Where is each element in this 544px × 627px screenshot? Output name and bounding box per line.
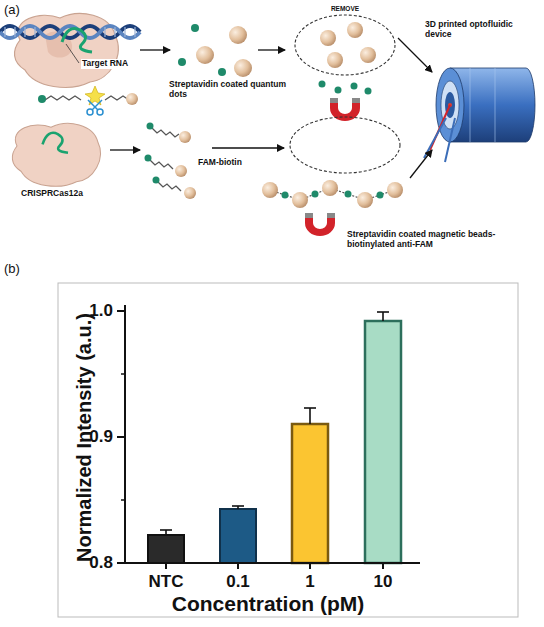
step-arrow bbox=[398, 38, 432, 72]
axes bbox=[117, 305, 420, 569]
magnet bbox=[305, 213, 335, 236]
step-arrow bbox=[212, 147, 284, 148]
step-note: REMOVE bbox=[330, 5, 360, 12]
leader-line bbox=[66, 44, 79, 63]
panel-label: (b) bbox=[4, 262, 20, 277]
panel-label: (a) bbox=[4, 3, 20, 18]
bars bbox=[148, 321, 401, 563]
device-label: 3D printed optofluidic device bbox=[424, 20, 538, 40]
part-label: FAM-biotin bbox=[197, 158, 243, 168]
step-arrow bbox=[258, 49, 285, 50]
dashed-region bbox=[295, 15, 395, 75]
tick-label: 0.9 bbox=[89, 427, 113, 447]
part-label: Streptavidin coated magnetic beads-bioti… bbox=[346, 230, 498, 250]
optofluidic-device bbox=[424, 68, 535, 162]
part-label: CRISPRCas12a bbox=[20, 189, 84, 199]
tick-label: 0.1 bbox=[226, 572, 250, 592]
part-label: Target RNA bbox=[81, 59, 129, 69]
axis-title: Concentration (pM) bbox=[172, 592, 364, 616]
tick-label: 1 bbox=[305, 572, 314, 592]
error-bars bbox=[160, 312, 389, 535]
quantum-dots bbox=[178, 24, 252, 77]
tick-label: 10 bbox=[374, 572, 393, 592]
tick-label: NTC bbox=[149, 572, 184, 592]
step-arrow bbox=[110, 149, 140, 150]
chart-frame bbox=[58, 283, 518, 617]
cas12a-protein bbox=[12, 123, 100, 186]
tick-label: 0.8 bbox=[89, 553, 113, 573]
part-label: Streptavidin coated quantum dots bbox=[168, 80, 302, 100]
crrna bbox=[62, 29, 92, 53]
dna-helix bbox=[0, 26, 140, 38]
step-arrow bbox=[410, 150, 432, 178]
reporters bbox=[145, 123, 197, 200]
quantum-dots bbox=[319, 22, 377, 95]
magnetic-bead-complexes bbox=[262, 180, 403, 208]
dashed-region bbox=[290, 117, 400, 173]
tick-label: 1.0 bbox=[89, 301, 113, 321]
step-arrow bbox=[140, 49, 170, 50]
reporter-cleavage bbox=[38, 86, 138, 115]
